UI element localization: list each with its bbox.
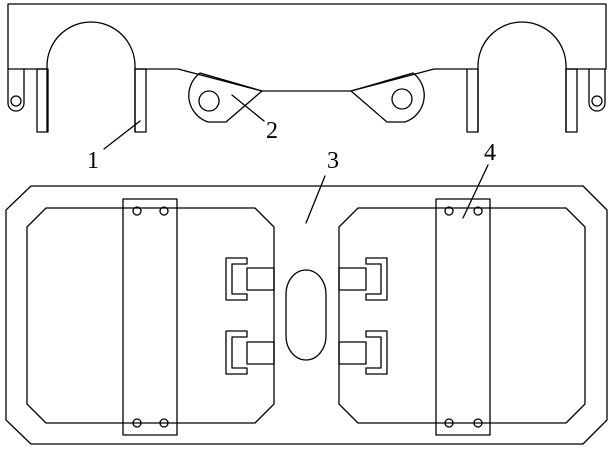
right-bracket-hole (391, 88, 413, 110)
leader-lines (103, 94, 489, 224)
leader-line-1 (103, 120, 141, 150)
right-strap-bolt-br (473, 418, 483, 428)
left-clamp-lower (225, 330, 275, 375)
frame-assembly (5, 185, 608, 445)
left-end-hole (10, 95, 22, 107)
left-strap-bolt-tl (132, 206, 142, 216)
right-end-lug (588, 68, 606, 112)
right-end-hole (591, 95, 603, 107)
leader-line-3 (305, 175, 326, 224)
right-strap-bolt-bl (444, 418, 454, 428)
right-strap-bolt-tl (444, 206, 454, 216)
left-end-lug (7, 68, 25, 112)
part-label-4: 4 (484, 140, 496, 166)
left-leg-outer (36, 68, 49, 133)
left-strap-bolt-br (159, 418, 169, 428)
outer-frame (5, 185, 608, 445)
left-clamp-upper (225, 257, 275, 301)
right-leg-outer (565, 68, 578, 133)
right-clamp-upper (338, 257, 388, 301)
left-strap-plate (122, 198, 178, 436)
leader-line-4 (462, 164, 489, 219)
left-bracket (188, 72, 263, 123)
right-inner-panel (338, 207, 586, 424)
part-label-3: 3 (327, 148, 339, 174)
left-strap-bolt-tr (159, 206, 169, 216)
left-leg-inner (134, 68, 147, 133)
right-strap-plate (435, 198, 491, 436)
right-clamp-lower (338, 330, 388, 375)
leader-line-2 (231, 94, 265, 122)
left-arch (46, 21, 136, 133)
part-label-2: 2 (266, 118, 278, 144)
part-label-1: 1 (87, 148, 99, 174)
center-slot (285, 269, 327, 361)
right-arch (477, 21, 567, 133)
beam-outline (7, 3, 607, 92)
left-strap-bolt-bl (132, 418, 142, 428)
right-leg-inner (466, 68, 479, 133)
left-inner-panel (26, 207, 275, 424)
left-bracket-hole (198, 90, 220, 112)
right-strap-bolt-tr (473, 206, 483, 216)
right-bracket (350, 72, 425, 123)
beam-assembly (7, 3, 607, 133)
